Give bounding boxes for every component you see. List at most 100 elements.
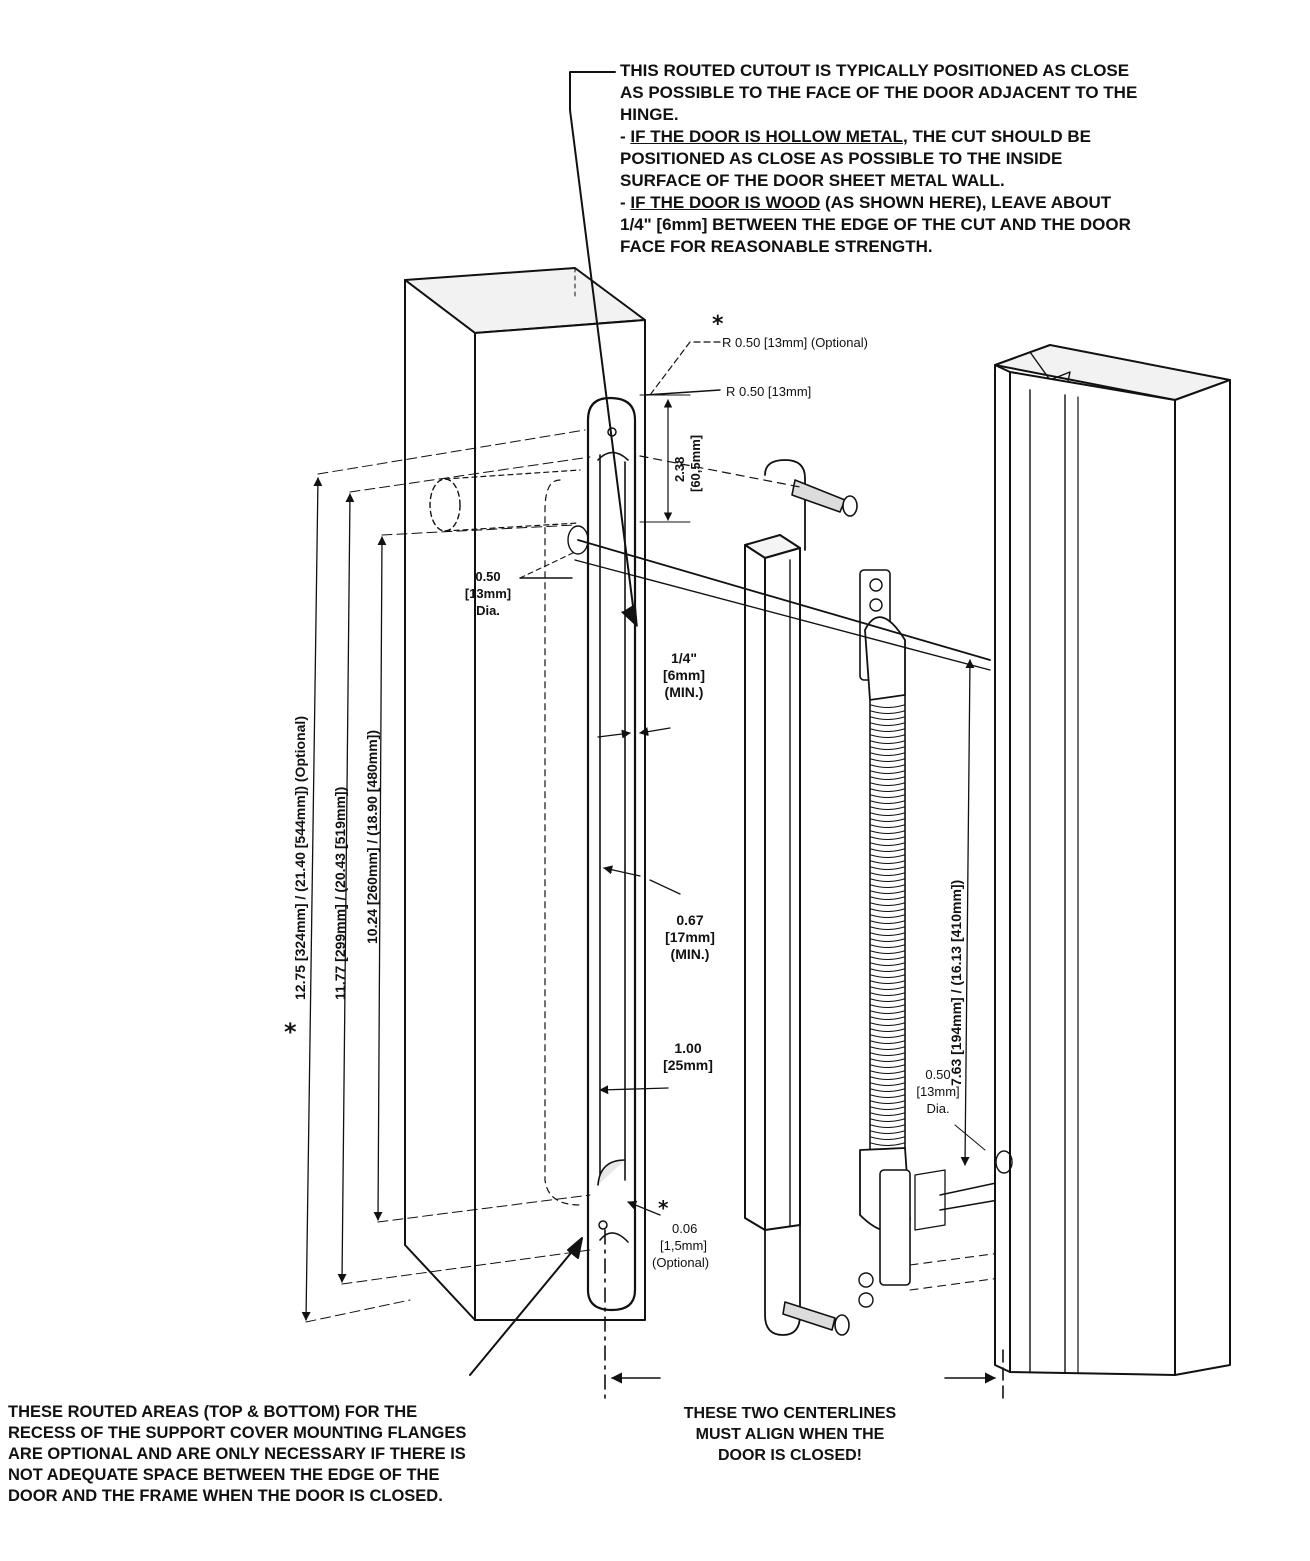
dim-line: Dia. (476, 603, 500, 618)
width-100-label: 1.00 [25mm] (658, 1040, 718, 1074)
cord-coil-ring (870, 1112, 905, 1117)
hole-diameter-label: 0.50 [13mm] Dia. (458, 568, 518, 619)
cord-coil-ring (870, 830, 905, 835)
dim-line: 0.67 (676, 912, 704, 928)
cord-coil-ring (870, 968, 905, 973)
note-line: DOOR AND THE FRAME WHEN THE DOOR IS CLOS… (8, 1487, 443, 1505)
note-line: POSITIONED AS CLOSE AS POSSIBLE TO THE I… (620, 149, 1063, 168)
recess-006-label: 0.06 [1,5mm] (Optional) (652, 1220, 709, 1271)
cord-coil-ring (870, 812, 905, 817)
armored-cord (858, 569, 946, 1308)
note-line: THESE TWO CENTERLINES (683, 1405, 897, 1422)
cord-coil-ring (870, 764, 905, 769)
cord-coil-ring (870, 1076, 905, 1081)
note-line: SURFACE OF THE DOOR SHEET METAL WALL. (620, 171, 1005, 190)
cord-coil-ring (870, 1136, 905, 1141)
cord-coil-ring (870, 1094, 905, 1099)
dim-line: [13mm] (464, 586, 512, 601)
cord-coil-ring (870, 1058, 905, 1063)
cord-coil-ring (870, 980, 905, 985)
routed-areas-note: THESE ROUTED AREAS (TOP & BOTTOM) FOR TH… (8, 1402, 608, 1507)
cord-coil-ring (870, 1130, 905, 1135)
cord-coil-ring (870, 1064, 905, 1069)
cord-coil-ring (870, 746, 905, 751)
cord-coil-ring (870, 860, 905, 865)
cord-coil-ring (870, 1070, 905, 1075)
cord-coil-ring (870, 722, 905, 727)
cord-coil-ring (870, 902, 905, 907)
cord-coil-ring (870, 890, 905, 895)
cord-coil-ring (870, 794, 905, 799)
note-line: THIS ROUTED CUTOUT IS TYPICALLY POSITION… (620, 61, 1130, 80)
wood-door-condition: IF THE DOOR IS WOOD (630, 193, 821, 212)
cord-coil-ring (870, 944, 905, 949)
cord-coil-ring (870, 1016, 905, 1021)
note-dash: - (620, 193, 631, 212)
dim-line: 0.50 (925, 1067, 951, 1082)
dim-line: 0.50 (475, 569, 501, 584)
cord-coil-ring (870, 956, 905, 961)
cord-coil-ring (870, 1088, 905, 1093)
cord-coil-ring (870, 878, 905, 883)
dim-line: (Optional) (652, 1255, 710, 1270)
dim-line: [13mm] (916, 1084, 960, 1099)
dim-line: (MIN.) (670, 946, 710, 962)
routed-cutout-note: THIS ROUTED CUTOUT IS TYPICALLY POSITION… (620, 60, 1280, 258)
centerline-alignment-note: THESE TWO CENTERLINES MUST ALIGN WHEN TH… (640, 1403, 940, 1466)
dim-line: 1/4" (670, 650, 698, 666)
length-a-label: 12.75 [324mm] / (21.40 [544mm]) (Optiona… (292, 716, 308, 1000)
cord-coil-ring (870, 896, 905, 901)
cord-coil-ring (870, 818, 905, 823)
cord-coil-ring (870, 1010, 905, 1015)
cord-coil-ring (870, 1142, 905, 1147)
cord-coil-ring (870, 920, 905, 925)
cord-coil-ring (870, 986, 905, 991)
door-slab (404, 267, 646, 1321)
cord-coil-ring (870, 776, 905, 781)
cord-coil-ring (870, 770, 905, 775)
note-line: ARE OPTIONAL AND ARE ONLY NECESSARY IF T… (8, 1445, 466, 1463)
cord-coil-ring (870, 914, 905, 919)
cord-coil-ring (870, 1022, 905, 1027)
note-line: DOOR IS CLOSED! (717, 1447, 862, 1464)
cord-coil-ring (870, 824, 905, 829)
cord-coil-ring (870, 716, 905, 721)
note-text: (AS SHOWN HERE), LEAVE ABOUT (820, 193, 1112, 212)
cord-coil-ring (870, 854, 905, 859)
note-line: THESE ROUTED AREAS (TOP & BOTTOM) FOR TH… (8, 1403, 418, 1421)
cord-coil-ring (870, 848, 905, 853)
screw-bottom (782, 1301, 850, 1336)
cord-coil-ring (870, 950, 905, 955)
cord-coil-ring (870, 884, 905, 889)
optional-star: * (712, 312, 724, 337)
cord-coil-ring (870, 782, 905, 787)
note-line: RECESS OF THE SUPPORT COVER MOUNTING FLA… (8, 1424, 467, 1442)
dim-line: 0.06 (672, 1221, 698, 1236)
depth-mm-label: [60,5mm] (688, 434, 703, 492)
cord-coil-ring (870, 974, 905, 979)
note-line: AS POSSIBLE TO THE FACE OF THE DOOR ADJA… (620, 83, 1138, 102)
cord-coil-ring (870, 932, 905, 937)
radius-label: R 0.50 [13mm] (726, 384, 812, 399)
depth-inch-label: 2.38 (672, 456, 687, 482)
note-line: NOT ADEQUATE SPACE BETWEEN THE EDGE OF T… (8, 1466, 440, 1484)
cord-coil-ring (870, 704, 905, 709)
cord-coil-ring (870, 1040, 905, 1045)
cord-coil-ring (870, 734, 905, 739)
length-c-label: 10.24 [260mm] / (18.90 [480mm]) (364, 730, 380, 944)
cord-coil-ring (870, 758, 905, 763)
cord-coil-ring (870, 962, 905, 967)
min-067-label: 0.67 [17mm] (MIN.) (660, 912, 720, 963)
note-dash: - (620, 127, 631, 146)
support-cover (744, 459, 806, 1336)
length-b-label: 11.77 [299mm] / (20.43 [519mm]) (332, 786, 348, 1000)
cord-coil-ring (870, 1082, 905, 1087)
cord-coil-ring (870, 1046, 905, 1051)
door-frame (994, 344, 1231, 1376)
cord-coil-ring (870, 926, 905, 931)
cord-coil-ring (870, 710, 905, 715)
dim-line: (MIN.) (664, 684, 704, 700)
cord-coil-ring (870, 1100, 905, 1105)
